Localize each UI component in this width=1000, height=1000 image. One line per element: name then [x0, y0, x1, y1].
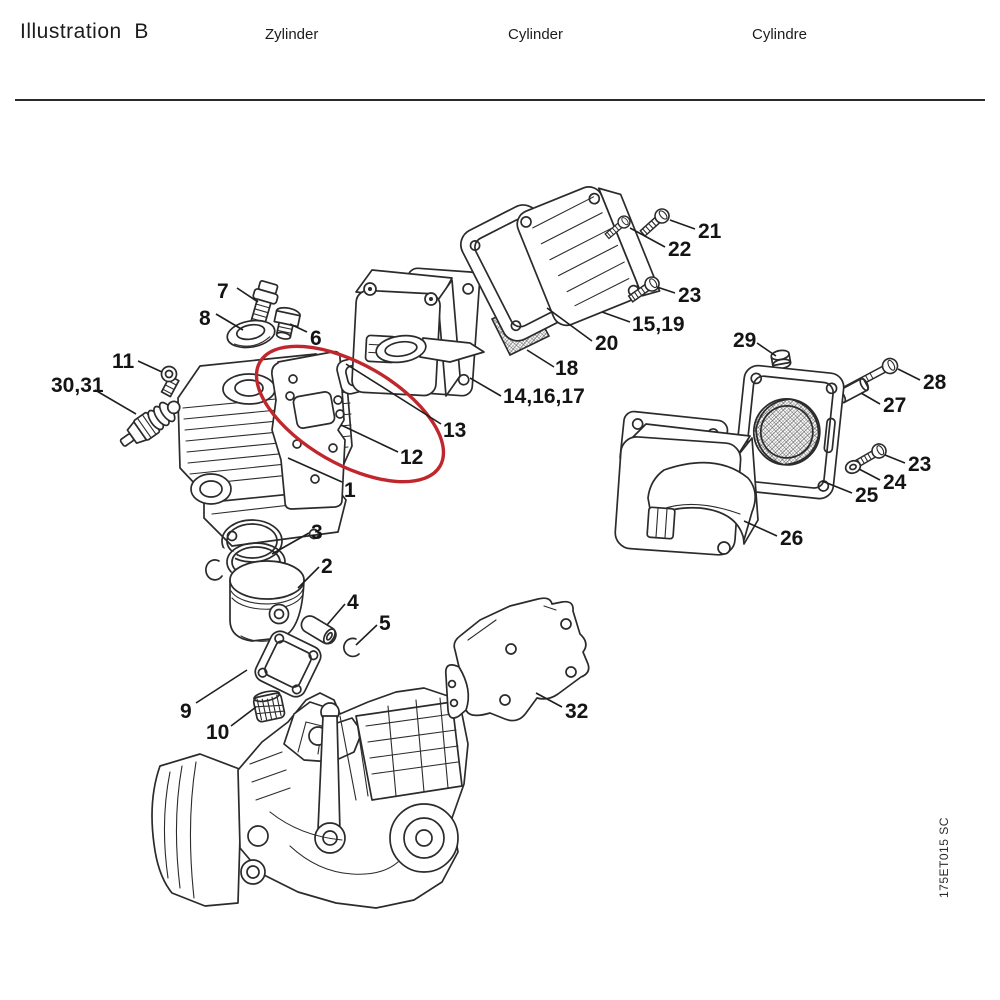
leader-lines: [94, 219, 921, 727]
part-label-14-16-17: 14,16,17: [503, 385, 585, 408]
page-title: Illustration B: [20, 20, 149, 43]
part-label-11: 11: [112, 350, 135, 373]
part-label-1: 1: [344, 479, 356, 502]
part-circlip-5: [343, 637, 360, 658]
part-label-13: 13: [443, 419, 466, 442]
part-label-7: 7: [217, 280, 229, 303]
part-label-22: 22: [668, 238, 691, 261]
highlight-ellipse-part-12: [254, 344, 446, 484]
part-screw-21: [637, 205, 673, 240]
part-wrist-pin-4: [300, 615, 337, 645]
part-number-labels: 7 8 6 11 30,31 1 3 2 4 5 9 10 12 13 14,1…: [51, 220, 947, 744]
part-gasket-32: [444, 597, 590, 722]
part-label-30-31: 30,31: [51, 374, 104, 397]
part-label-2: 2: [321, 555, 333, 578]
part-label-29: 29: [733, 329, 756, 352]
part-screw-11: [160, 365, 180, 398]
part-decomp-valve-7: [250, 280, 279, 327]
part-label-28: 28: [923, 371, 947, 394]
part-spark-plug-30-31: [119, 400, 181, 447]
part-label-12: 12: [400, 446, 423, 469]
part-plug-6: [273, 306, 301, 340]
header-divider: [15, 99, 985, 101]
part-muffler-26: [614, 410, 759, 556]
part-label-27: 27: [883, 394, 906, 417]
part-label-15-19: 15,19: [632, 313, 685, 336]
part-piston-2: [229, 560, 305, 642]
part-spark-arrestor-cover-25: [733, 364, 845, 500]
part-label-25: 25: [855, 484, 879, 507]
part-label-18: 18: [555, 357, 579, 380]
part-label-24: 24: [883, 471, 907, 494]
part-label-26: 26: [780, 527, 803, 550]
part-label-5: 5: [379, 612, 391, 635]
part-label-3: 3: [311, 521, 323, 544]
part-muffler-14-16-17: [351, 267, 485, 397]
drawing-code: 175ET015 SC: [937, 817, 951, 898]
part-label-23-top: 23: [678, 284, 701, 307]
part-washer-24: [844, 459, 862, 475]
column-title-french: Cylindre: [752, 26, 808, 43]
column-title-english: Cylinder: [508, 26, 564, 43]
part-label-6: 6: [310, 327, 322, 350]
part-label-21: 21: [698, 220, 722, 243]
part-cooling-plate-12: [271, 350, 346, 510]
column-title-german: Zylinder: [265, 26, 319, 43]
part-label-4: 4: [347, 591, 359, 614]
part-gasket-9: [254, 630, 322, 698]
crankcase-assembly: [151, 687, 469, 909]
part-label-9: 9: [180, 700, 192, 723]
part-label-10: 10: [206, 721, 229, 744]
part-label-20: 20: [595, 332, 618, 355]
part-cap-8: [226, 319, 276, 349]
part-label-8: 8: [199, 307, 211, 330]
part-label-23-right: 23: [908, 453, 931, 476]
part-label-32: 32: [565, 700, 588, 723]
part-bearing-10: [252, 690, 286, 723]
